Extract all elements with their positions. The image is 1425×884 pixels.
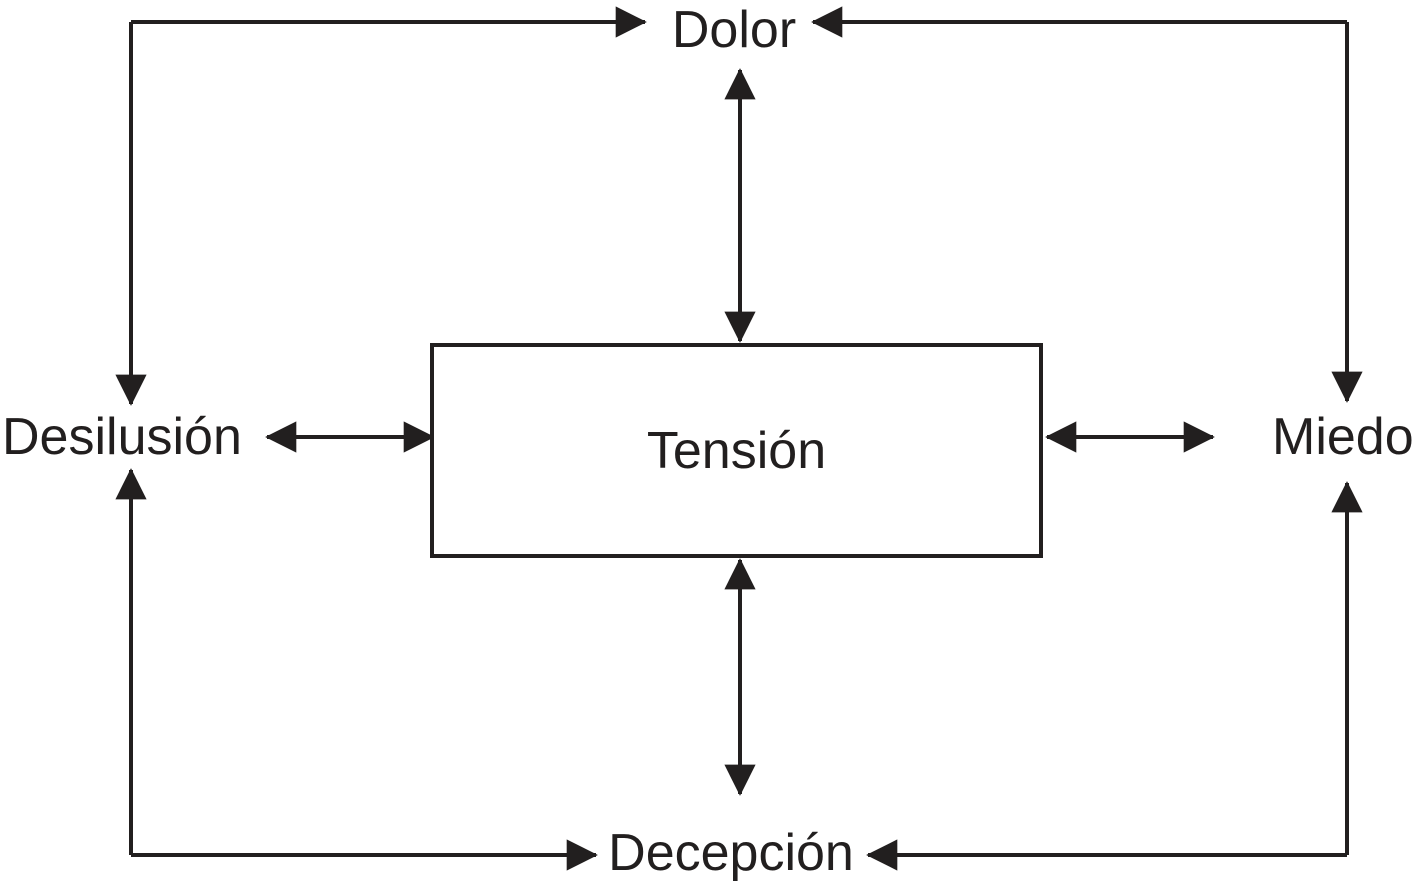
node-desilusion-label: Desilusión <box>2 408 242 466</box>
node-tension-label: Tensión <box>646 421 827 480</box>
node-miedo-label: Miedo <box>1272 408 1414 466</box>
node-tension-box: Tensión <box>430 343 1043 558</box>
node-dolor-label: Dolor <box>671 1 797 59</box>
node-decepcion-label: Decepción <box>608 824 854 882</box>
